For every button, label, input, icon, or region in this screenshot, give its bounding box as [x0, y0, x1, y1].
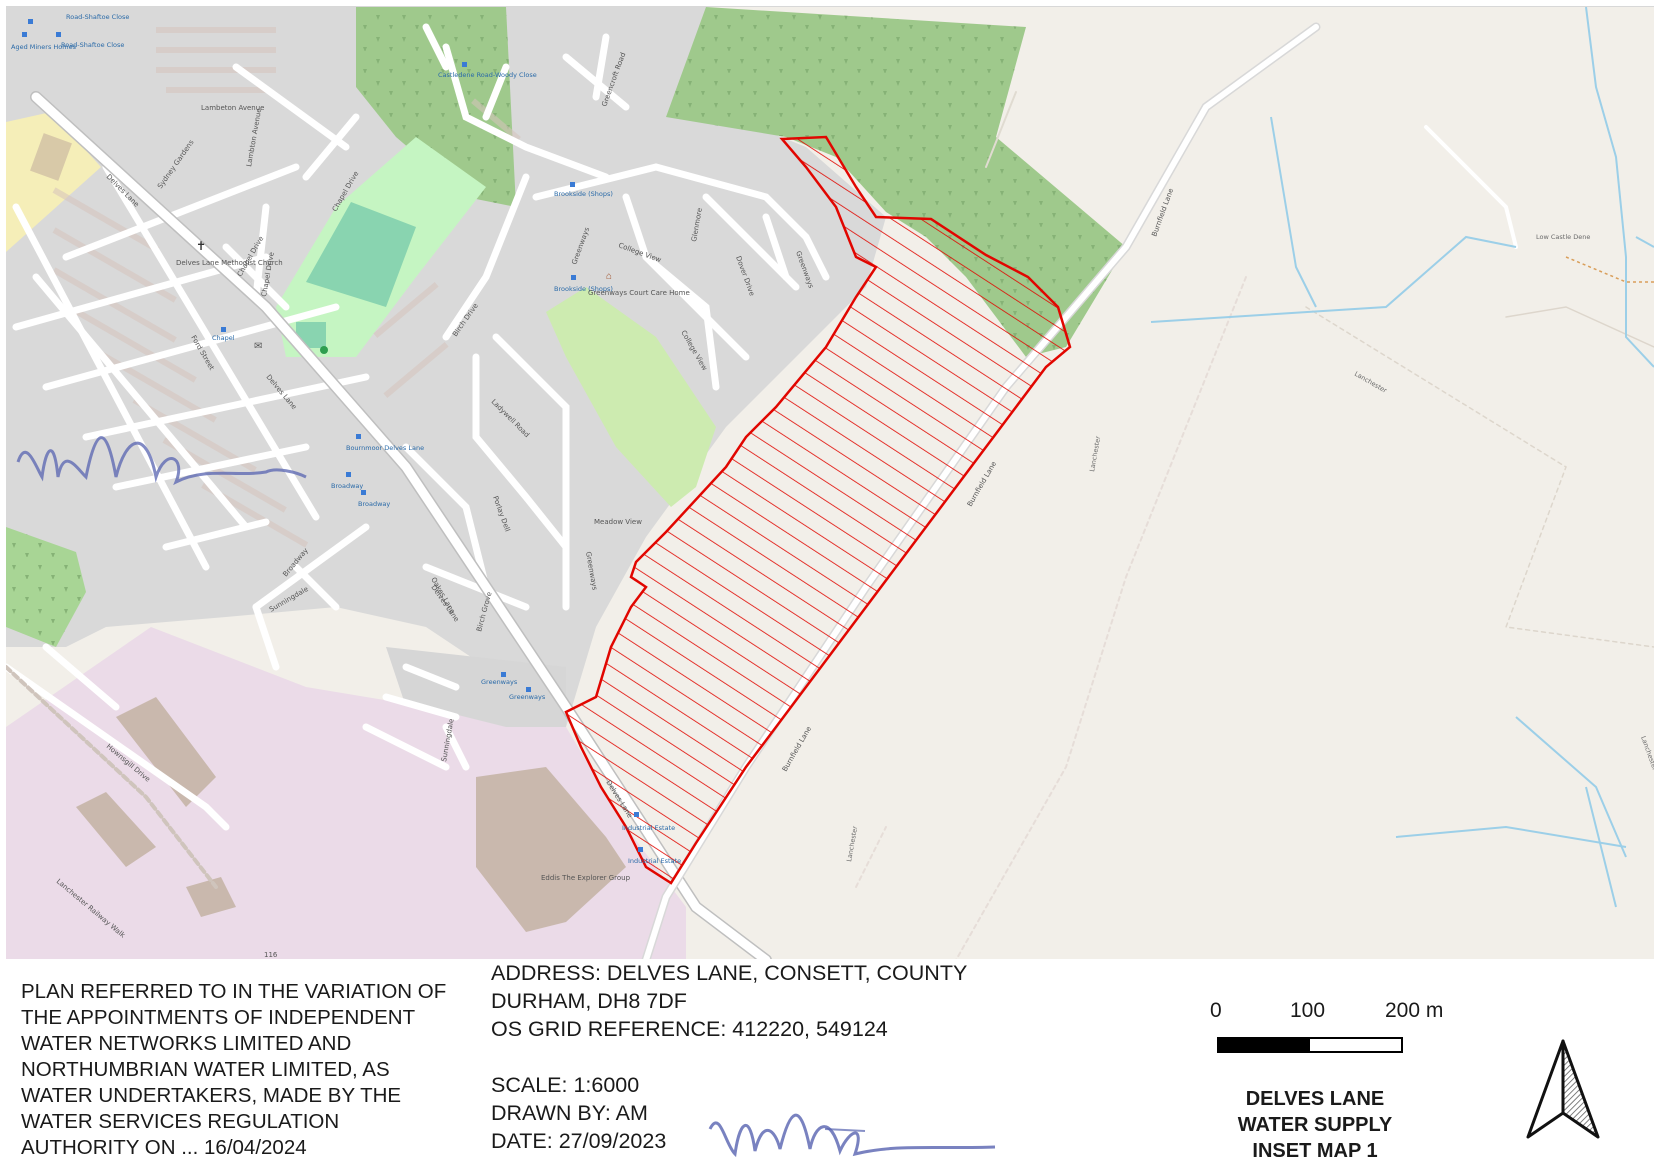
- label-greenways-stop: Greenways: [481, 678, 518, 686]
- map-canvas: ✝ ✉ ⌂ Delves Lane Delves Lane Delves Lan…: [6, 7, 1654, 960]
- industrial-building-1: [116, 697, 216, 807]
- drawing-date: DATE: 27/09/2023: [491, 1129, 667, 1153]
- plan-authority-date: 16/04/2024: [204, 1136, 307, 1159]
- label-low-castle-dene: Low Castle Dene: [1536, 233, 1590, 241]
- plan-statement-text: PLAN REFERRED TO IN THE VARIATION OF THE…: [21, 980, 447, 1159]
- label-industrial-estate: Industrial Estate: [622, 824, 675, 832]
- address-block: ADDRESS: DELVES LANE, CONSETT, COUNTY DU…: [491, 959, 1031, 1043]
- industrial-building-2: [76, 792, 156, 867]
- drawing-info: SCALE: 1:6000 DRAWN BY: AM DATE: 27/09/2…: [491, 1071, 751, 1155]
- drawn-by: DRAWN BY: AM: [491, 1101, 648, 1125]
- label-broadway-1: Broadway: [331, 482, 363, 490]
- poi-markers: [22, 19, 643, 852]
- label-bournmoor: Bournmoor Delves Lane: [346, 444, 424, 452]
- label-small-116: 116: [264, 951, 278, 959]
- label-road-shaftoe-close: Road-Shaftoe Close: [66, 13, 129, 21]
- map-title-line-3: INSET MAP 1: [1252, 1140, 1378, 1162]
- label-eddis: Eddis The Explorer Group: [541, 874, 631, 882]
- scale-text: SCALE: 1:6000: [491, 1073, 640, 1097]
- housing-blocks: [52, 27, 521, 548]
- streams: [1150, 7, 1654, 908]
- care-home-icon: ⌂: [606, 271, 612, 282]
- label-methodist-church: Delves Lane Methodist Church: [176, 259, 283, 267]
- label-industrial-estate-2: Industrial Estate: [628, 857, 681, 865]
- label-greenways-court: Greenways Court Care Home: [588, 289, 690, 297]
- map-title: DELVES LANE WATER SUPPLY INSET MAP 1: [1215, 1086, 1415, 1164]
- poi-labels: Road-Shaftoe Close Road-Shaftoe Close Ag…: [11, 13, 1590, 959]
- playground-icon: [320, 346, 328, 354]
- os-grid-reference: OS GRID REFERENCE: 412220, 549124: [491, 1017, 888, 1041]
- plan-statement: PLAN REFERRED TO IN THE VARIATION OF THE…: [21, 979, 461, 1161]
- residential-area: [6, 7, 886, 727]
- plan-footer: PLAN REFERRED TO IN THE VARIATION OF THE…: [0, 959, 1654, 1175]
- label-greenways-stop-2: Greenways: [509, 693, 546, 701]
- woodland-north-2: [356, 7, 516, 207]
- address-line-2: DURHAM, DH8 7DF: [491, 989, 687, 1013]
- label-shaftoe-close: Road-Shaftoe Close: [61, 41, 124, 49]
- scale-bar-filled-segment: [1219, 1039, 1310, 1051]
- map-title-line-1: DELVES LANE: [1245, 1088, 1385, 1110]
- label-aged-miners-homes: Aged Miners Homes: [11, 43, 77, 51]
- label-broadway-2: Broadway: [358, 500, 390, 508]
- scale-bar-graphic: [1217, 1037, 1403, 1053]
- north-arrow-icon: [1526, 1039, 1600, 1139]
- scale-tick-100: 100: [1290, 999, 1326, 1022]
- scale-bar: 0 100 200 m: [1210, 999, 1450, 1069]
- scale-tick-200: 200 m: [1385, 999, 1444, 1022]
- site-boundary[interactable]: [564, 135, 1072, 885]
- sports-pitch: [306, 202, 416, 307]
- church-cross-icon: ✝: [196, 239, 206, 253]
- label-castledene: Castledene Road-Woody Close: [438, 71, 537, 79]
- label-meadow-view: Meadow View: [594, 518, 642, 526]
- school-site: [6, 112, 101, 252]
- address-line-1: ADDRESS: DELVES LANE, CONSETT, COUNTY: [491, 961, 968, 985]
- map-signature: [16, 436, 307, 486]
- map-view[interactable]: ✝ ✉ ⌂ Delves Lane Delves Lane Delves Lan…: [6, 6, 1654, 960]
- mail-icon: ✉: [254, 341, 262, 352]
- industrial-building-3: [476, 767, 626, 932]
- footer-signature: [708, 1113, 996, 1158]
- label-brookside-shops-2: Brookside (Shops): [554, 285, 613, 293]
- label-lambeton-avenue: Lambeton Avenue: [201, 104, 264, 112]
- grass-field: [546, 287, 716, 507]
- label-chapel: Chapel: [212, 334, 235, 342]
- scale-tick-0: 0: [1210, 999, 1222, 1022]
- label-brookside-shops: Brookside (Shops): [554, 190, 613, 198]
- map-title-line-2: WATER SUPPLY: [1237, 1114, 1393, 1136]
